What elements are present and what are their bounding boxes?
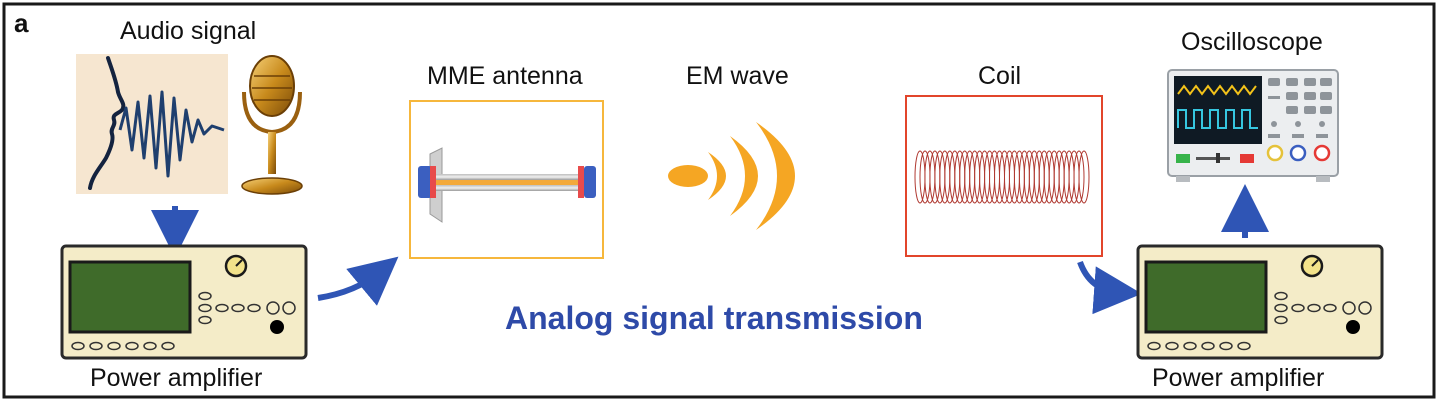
- label-audio-signal: Audio signal: [120, 17, 257, 45]
- microphone-icon: [241, 55, 303, 195]
- face-profile-icon: [88, 56, 126, 190]
- arrow-amplifier-to-antenna: [317, 256, 399, 306]
- panel-letter: a: [14, 8, 29, 38]
- coil-box: [905, 95, 1103, 257]
- caption-analog-signal-transmission: Analog signal transmission: [505, 300, 923, 336]
- outer-frame: [2, 2, 1436, 399]
- power-amplifier-left-icon: [60, 244, 308, 360]
- label-em-wave: EM wave: [686, 62, 789, 90]
- label-coil: Coil: [978, 62, 1022, 90]
- audio-waveform-icon: [118, 90, 225, 178]
- oscilloscope-icon: [1167, 69, 1339, 182]
- power-amplifier-right-icon: [1136, 244, 1384, 360]
- label-power-amplifier-left: Power amplifier: [90, 364, 263, 392]
- em-wave-icon: [668, 122, 795, 230]
- label-power-amplifier-right: Power amplifier: [1152, 364, 1325, 392]
- label-oscilloscope: Oscilloscope: [1181, 28, 1323, 56]
- coil-icon: [914, 150, 1090, 204]
- audio-signal-illustration: [76, 54, 303, 195]
- mme-antenna-icon: [418, 147, 596, 223]
- coil-winding: [1073, 150, 1085, 204]
- coil-winding: [1078, 150, 1090, 204]
- label-mme-antenna: MME antenna: [427, 62, 583, 90]
- arrow-coil-to-amplifier: [1077, 260, 1142, 315]
- antenna-box: [409, 100, 604, 259]
